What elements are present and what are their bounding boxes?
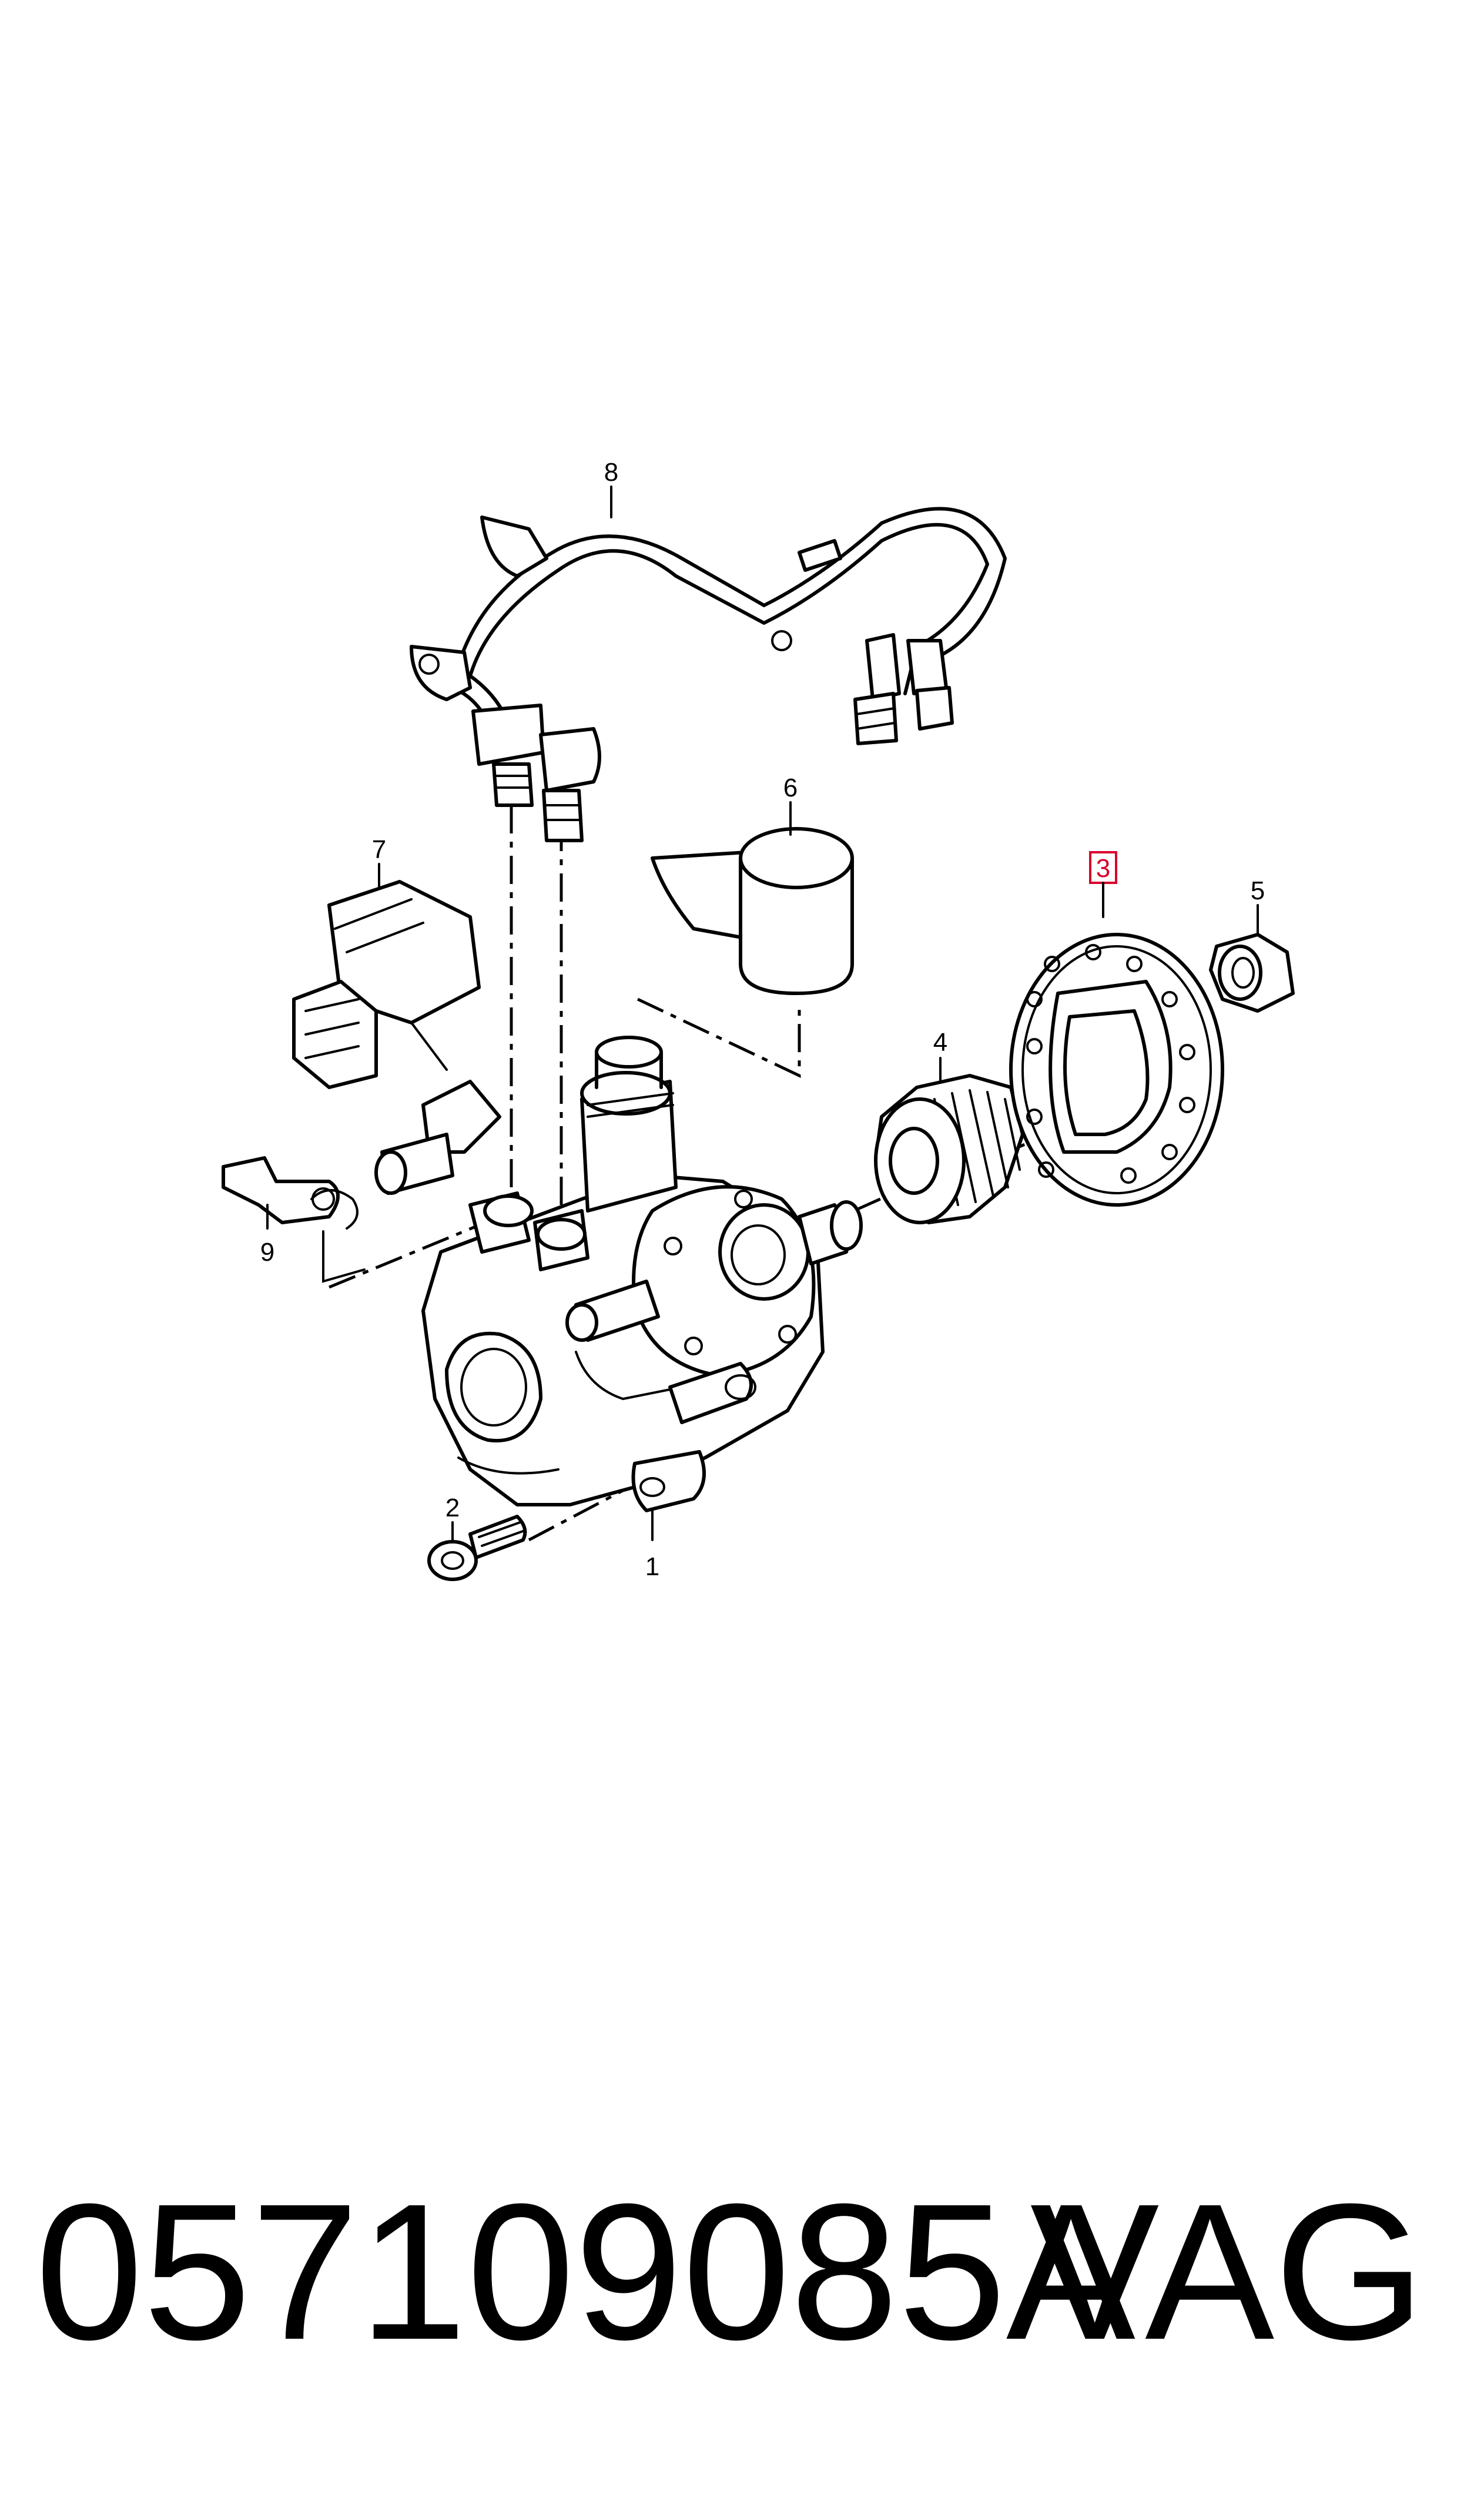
part-number-footer: 057109085A VAG (0, 2175, 1484, 2410)
callout-1: 1 (645, 1509, 659, 1581)
callout-label-1: 1 (645, 1552, 659, 1581)
callout-label-3: 3 (1096, 854, 1110, 883)
callout-3: 3 (1089, 851, 1117, 918)
callout-2: 2 (445, 1494, 460, 1541)
callout-label-9: 9 (260, 1238, 274, 1267)
callout-highlight-box (1089, 851, 1117, 884)
callout-label-6: 6 (783, 774, 798, 802)
callout-label-4: 4 (933, 1028, 947, 1057)
sensor-part-7[interactable] (292, 880, 481, 1089)
fuel-line-part-8[interactable] (410, 507, 1007, 842)
callout-8: 8 (604, 458, 618, 518)
callout-label-2: 2 (445, 1494, 460, 1522)
sprocket-part-3[interactable] (1009, 933, 1224, 1207)
callout-5: 5 (1251, 876, 1265, 936)
callout-label-8: 8 (604, 458, 618, 487)
callout-6: 6 (783, 774, 798, 836)
cap-part-6[interactable] (651, 827, 854, 995)
pump-part-1[interactable] (374, 1036, 863, 1512)
callout-label-5: 5 (1251, 876, 1265, 905)
nut-part-5[interactable] (1209, 933, 1295, 1013)
callout-7: 7 (372, 835, 386, 889)
bolt-part-2[interactable] (427, 1515, 527, 1581)
callout-label-7: 7 (372, 835, 386, 864)
callout-9: 9 (260, 1204, 274, 1267)
brand-name: VAG (1030, 2163, 1425, 2380)
callout-4: 4 (933, 1028, 947, 1083)
bracket-part-9[interactable] (222, 1156, 366, 1283)
part-number: 057109085A (35, 2163, 1135, 2380)
drive-gear-part-4[interactable] (874, 1074, 1024, 1224)
